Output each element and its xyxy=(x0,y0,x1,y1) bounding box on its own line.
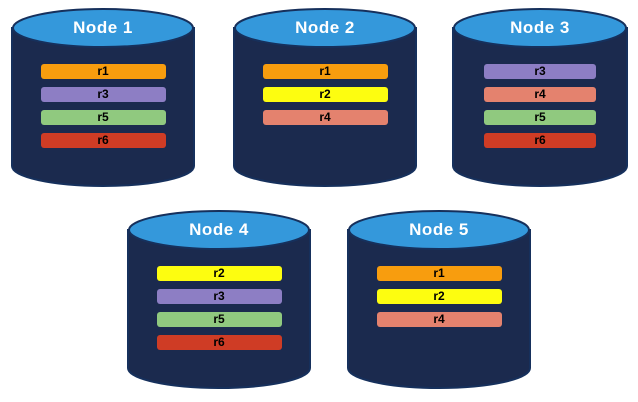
record-list: r2 r3 r5 r6 xyxy=(128,266,310,350)
cylinder-top-cap xyxy=(128,210,310,250)
record-bar-r3[interactable]: r3 xyxy=(40,87,166,102)
record-list: r1 r3 r5 r6 xyxy=(12,64,194,148)
record-bar-r6[interactable]: r6 xyxy=(40,133,166,148)
cylinder-top-cap xyxy=(12,8,194,48)
record-bar-r4[interactable]: r4 xyxy=(484,87,596,102)
record-bar-r6[interactable]: r6 xyxy=(156,335,282,350)
record-bar-r1[interactable]: r1 xyxy=(262,64,388,79)
record-list: r3 r4 r5 r6 xyxy=(453,64,627,148)
cylinder-top-cap xyxy=(348,210,530,250)
record-list: r1 r2 r4 xyxy=(234,64,416,125)
cylinder-top-cap xyxy=(453,8,627,48)
record-bar-r1[interactable]: r1 xyxy=(40,64,166,79)
record-bar-r2[interactable]: r2 xyxy=(262,87,388,102)
record-bar-r6[interactable]: r6 xyxy=(484,133,596,148)
cylinder-top-cap xyxy=(234,8,416,48)
record-bar-r2[interactable]: r2 xyxy=(156,266,282,281)
record-list: r1 r2 r4 xyxy=(348,266,530,327)
record-bar-r1[interactable]: r1 xyxy=(376,266,502,281)
record-bar-r4[interactable]: r4 xyxy=(262,110,388,125)
record-bar-r5[interactable]: r5 xyxy=(484,110,596,125)
record-bar-r2[interactable]: r2 xyxy=(376,289,502,304)
record-bar-r3[interactable]: r3 xyxy=(156,289,282,304)
record-bar-r5[interactable]: r5 xyxy=(40,110,166,125)
record-bar-r5[interactable]: r5 xyxy=(156,312,282,327)
record-bar-r4[interactable]: r4 xyxy=(376,312,502,327)
record-bar-r3[interactable]: r3 xyxy=(484,64,596,79)
